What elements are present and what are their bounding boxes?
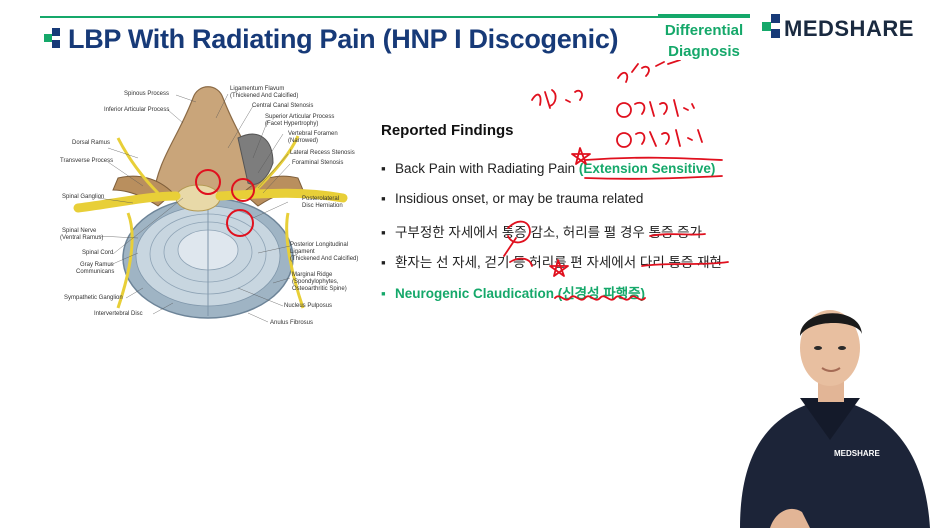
label-marginal-ridge-2: (Spondylophytes, — [292, 279, 339, 285]
label-foraminal-stenosis: Foraminal Stenosis — [292, 160, 344, 166]
bullet-icon: ▪ — [381, 191, 386, 206]
medshare-logo-icon — [762, 14, 780, 38]
finding-highlight: (Extension Sensitive) — [578, 161, 716, 176]
label-ligamentum-flavum: Ligamentum Flavum — [230, 86, 285, 92]
label-gray-ramus: Gray Ramus — [80, 262, 114, 268]
finding-text: Back Pain with Radiating Pain — [395, 161, 579, 176]
label-ventral-ramus: (Ventral Ramus) — [60, 235, 104, 241]
label-spinal-cord: Spinal Cord — [82, 250, 114, 256]
finding-highlight: Neurogenic Claudication (신경성 파행증) — [395, 286, 646, 301]
tag-line-2: Diagnosis — [668, 43, 740, 60]
label-anulus-fibrosus: Anulus Fibrosus — [270, 320, 314, 326]
label-pll-2: Ligament — [290, 249, 315, 255]
bullet-icon: ▪ — [381, 225, 386, 240]
label-transverse-process: Transverse Process — [60, 158, 114, 164]
label-marginal-ridge: Marginal Ridge — [292, 272, 333, 278]
slide-title: LBP With Radiating Pain (HNP I Discogeni… — [68, 24, 619, 54]
label-marginal-ridge-3: Osteoarthritic Spine) — [292, 286, 347, 292]
finding-item-1: ▪ Back Pain with Radiating Pain (Extensio… — [381, 161, 715, 176]
finding-item-4: ▪ 환자는 선 자세, 걷기 등 허리를 편 자세에서 다리 통증 재현 — [381, 251, 722, 271]
finding-text: 구부정한 자세에서 통증 감소, 허리를 펼 경우 통증 증가 — [395, 225, 702, 240]
label-superior-articular-sub: (Facet Hypertrophy) — [265, 121, 319, 127]
anatomy-labels: Spinous Process Inferior Articular Proce… — [58, 78, 358, 330]
findings-title: Reported Findings — [381, 122, 514, 139]
label-posterolateral: Posterolateral — [302, 196, 340, 202]
finding-text: Insidious onset, or may be trauma relate… — [395, 191, 644, 206]
label-spinal-nerve: Spinal Nerve — [62, 228, 97, 234]
handwritten-annotations — [503, 60, 729, 301]
title-marker-icon — [44, 28, 60, 48]
label-communicans: Communicans — [76, 269, 115, 275]
presenter-video: MEDSHARE — [740, 310, 930, 528]
bullet-icon: ▪ — [381, 255, 386, 270]
label-ligamentum-flavum-sub: (Thickened And Calcified) — [230, 93, 299, 99]
label-inferior-articular: Inferior Articular Process — [104, 107, 170, 113]
label-nucleus-pulposus: Nucleus Pulposus — [284, 303, 333, 309]
label-central-canal: Central Canal Stenosis — [252, 103, 314, 109]
label-sympathetic-ganglion: Sympathetic Ganglion — [64, 295, 123, 301]
label-vertebral-foramen: Vertebral Foramen — [288, 131, 338, 137]
label-pll-3: (Thickened And Calcified) — [290, 256, 359, 262]
label-dorsal-ramus: Dorsal Ramus — [72, 140, 111, 146]
bullet-icon: ▪ — [381, 286, 386, 301]
label-lateral-recess: Lateral Recess Stenosis — [290, 150, 355, 156]
section-tag: Differential Diagnosis — [658, 20, 750, 62]
shirt-logo-text: MEDSHARE — [834, 449, 880, 458]
header-rule — [40, 16, 750, 18]
finding-item-5: ▪ Neurogenic Claudication (신경성 파행증) — [381, 282, 645, 302]
finding-item-2: ▪ Insidious onset, or may be trauma relat… — [381, 191, 643, 206]
tag-rule — [658, 14, 750, 18]
tag-line-1: Differential — [664, 22, 744, 39]
spine-anatomy-illustration — [73, 86, 348, 323]
bullet-icon: ▪ — [381, 161, 386, 176]
label-vertebral-foramen-sub: (Narrowed) — [288, 138, 319, 144]
label-spinal-ganglion: Spinal Ganglion — [62, 194, 105, 200]
label-superior-articular: Superior Articular Process — [265, 114, 335, 120]
label-pll: Posterior Longitudinal — [290, 242, 349, 248]
finding-item-3: ▪ 구부정한 자세에서 통증 감소, 허리를 펼 경우 통증 증가 — [381, 221, 702, 241]
medshare-logo-text: MEDSHARE — [784, 16, 914, 41]
label-disc-herniation: Disc Herniation — [302, 203, 343, 209]
finding-text: 환자는 선 자세, 걷기 등 허리를 편 자세에서 다리 통증 재현 — [395, 255, 722, 270]
label-spinous-process: Spinous Process — [124, 91, 170, 97]
label-intervertebral-disc: Intervertebral Disc — [94, 311, 143, 317]
